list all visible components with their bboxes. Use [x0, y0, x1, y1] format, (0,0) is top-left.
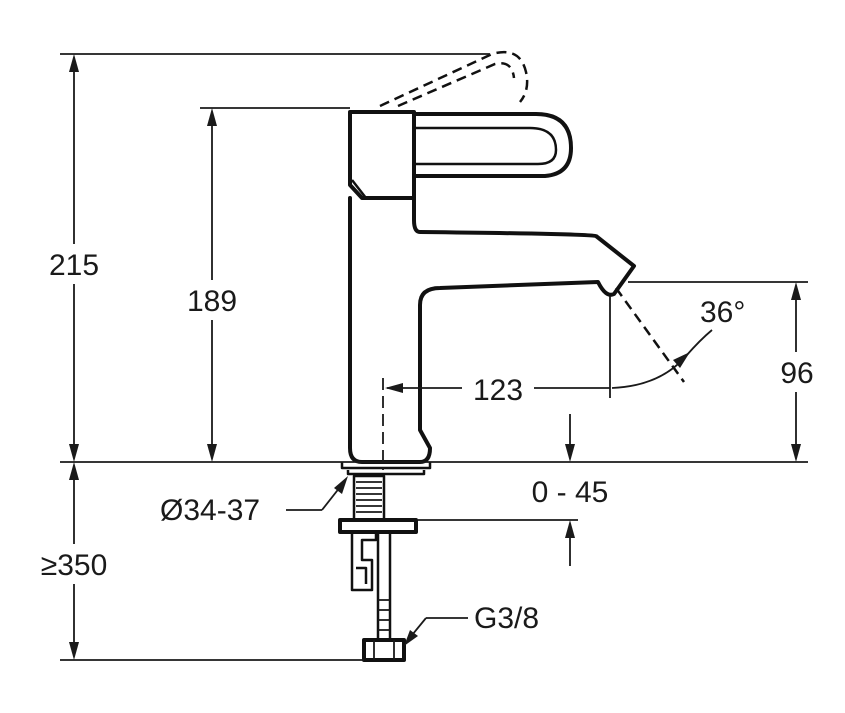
body-and-spout	[348, 196, 636, 464]
handle-cap	[348, 110, 416, 200]
threaded-shank	[352, 474, 386, 522]
dim-deck-thickness: 0 - 45	[532, 414, 609, 566]
dim-spout-angle: 36°	[611, 287, 745, 389]
hose-ribs	[378, 599, 390, 631]
mounting-plate	[338, 518, 418, 534]
label-body-height: 189	[187, 285, 237, 318]
label-spout-reach: 123	[473, 374, 523, 407]
hose	[376, 532, 392, 640]
dim-hose-length: ≥350	[30, 462, 120, 660]
label-total-height: 215	[49, 249, 99, 282]
label-hose-length: ≥350	[41, 549, 108, 582]
extension-lines	[60, 53, 808, 661]
deck-ring	[340, 462, 432, 470]
dim-total-height: 215	[40, 54, 108, 462]
connection-nut	[362, 638, 406, 662]
fixing-bracket-detail	[356, 566, 368, 584]
dim-body-height: 189	[178, 108, 246, 462]
lever-loop	[412, 112, 573, 178]
label-hole-diameter: Ø34-37	[160, 494, 260, 527]
fixing-bracket	[350, 532, 378, 592]
dim-connection-thread: G3/8	[404, 602, 539, 646]
label-spout-angle: 36°	[700, 296, 745, 329]
label-connection-thread: G3/8	[474, 602, 539, 635]
dim-hole-diameter: Ø34-37	[160, 476, 348, 527]
label-deck-thickness: 0 - 45	[532, 476, 609, 509]
dim-spout-height: 96	[772, 282, 822, 462]
handle-cap-bevel	[351, 179, 367, 199]
lever-raised-dashed	[379, 50, 529, 108]
dim-spout-reach: 123	[385, 296, 611, 408]
label-spout-height: 96	[780, 357, 813, 390]
faucet-outline	[338, 50, 636, 662]
lever-loop-inner	[414, 126, 558, 166]
deck-ring-shadow	[346, 470, 426, 476]
lever-raised-dashed-inner	[397, 62, 516, 108]
